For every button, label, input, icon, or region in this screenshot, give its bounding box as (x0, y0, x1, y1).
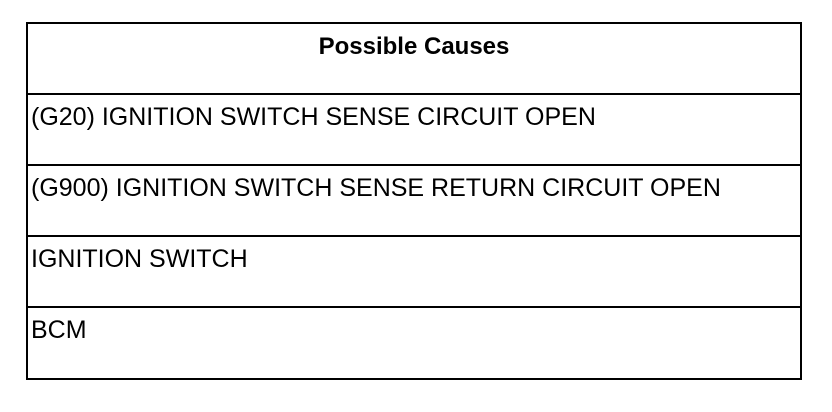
cause-g20-circuit-open: (G20) IGNITION SWITCH SENSE CIRCUIT OPEN (31, 103, 596, 131)
table-header: Possible Causes (318, 33, 510, 60)
table-row: (G900) IGNITION SWITCH SENSE RETURN CIRC… (28, 166, 800, 237)
table-row: IGNITION SWITCH (28, 237, 800, 308)
cause-ignition-switch: IGNITION SWITCH (31, 245, 248, 273)
table-header-row: Possible Causes (28, 24, 800, 95)
possible-causes-table: Possible Causes (G20) IGNITION SWITCH SE… (26, 22, 802, 380)
cause-g900-return-circuit-open: (G900) IGNITION SWITCH SENSE RETURN CIRC… (31, 174, 721, 202)
cause-bcm: BCM (31, 316, 87, 344)
table-row: BCM (28, 308, 800, 378)
table-row: (G20) IGNITION SWITCH SENSE CIRCUIT OPEN (28, 95, 800, 166)
